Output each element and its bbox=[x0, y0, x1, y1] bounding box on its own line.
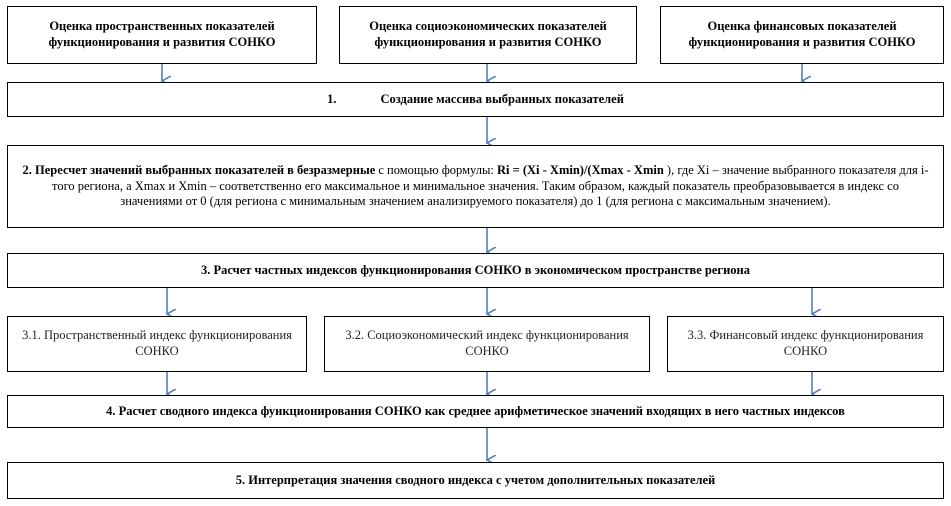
top-box-financial: Оценка финансовых показателей функционир… bbox=[660, 6, 944, 64]
step2-formula: Ri = (Xi - Xmin)/(Xmax - Xmin bbox=[496, 163, 664, 178]
step3-box: 3. Расчет частных индексов функционирова… bbox=[7, 253, 944, 288]
step2-box: 2. Пересчет значений выбранных показател… bbox=[7, 145, 944, 228]
step2-content: 2. Пересчет значений выбранных показател… bbox=[22, 163, 929, 210]
top-box-financial-text: Оценка финансовых показателей функционир… bbox=[688, 19, 916, 49]
top-box-spatial-text: Оценка пространственных показателей функ… bbox=[48, 19, 276, 49]
step1-number: 1. bbox=[327, 91, 337, 106]
sub-index-spatial: 3.1. Пространственный индекс функциониро… bbox=[7, 316, 307, 372]
step2-text-a: с помощью формулы: bbox=[375, 163, 497, 178]
top-box-socioeconomic-text: Оценка социоэкономических показателей фу… bbox=[369, 19, 607, 49]
sub-index-socioeconomic: 3.2. Социоэкономический индекс функциони… bbox=[324, 316, 650, 372]
sub-index-financial-text: 3.3. Финансовый индекс функционирования … bbox=[687, 328, 924, 358]
step2-heading: 2. Пересчет значений выбранных показател… bbox=[22, 163, 376, 178]
sub-index-spatial-text: 3.1. Пространственный индекс функциониро… bbox=[22, 328, 292, 358]
step1-text: Создание массива выбранных показателей bbox=[380, 91, 624, 106]
top-box-socioeconomic: Оценка социоэкономических показателей фу… bbox=[339, 6, 637, 64]
step1-box: 1. Создание массива выбранных показателе… bbox=[7, 82, 944, 117]
step2-text-b: ), где Xi – значение выбранного показате… bbox=[52, 163, 929, 209]
top-box-spatial: Оценка пространственных показателей функ… bbox=[7, 6, 317, 64]
step5-box: 5. Интерпретация значения сводного индек… bbox=[7, 462, 944, 499]
step4-box: 4. Расчет сводного индекса функционирова… bbox=[7, 395, 944, 428]
sub-index-socioeconomic-text: 3.2. Социоэкономический индекс функциони… bbox=[345, 328, 629, 358]
sub-index-financial: 3.3. Финансовый индекс функционирования … bbox=[667, 316, 944, 372]
step4-text: 4. Расчет сводного индекса функционирова… bbox=[106, 403, 845, 418]
step5-text: 5. Интерпретация значения сводного индек… bbox=[235, 472, 716, 487]
step3-text: 3. Расчет частных индексов функционирова… bbox=[200, 262, 751, 277]
